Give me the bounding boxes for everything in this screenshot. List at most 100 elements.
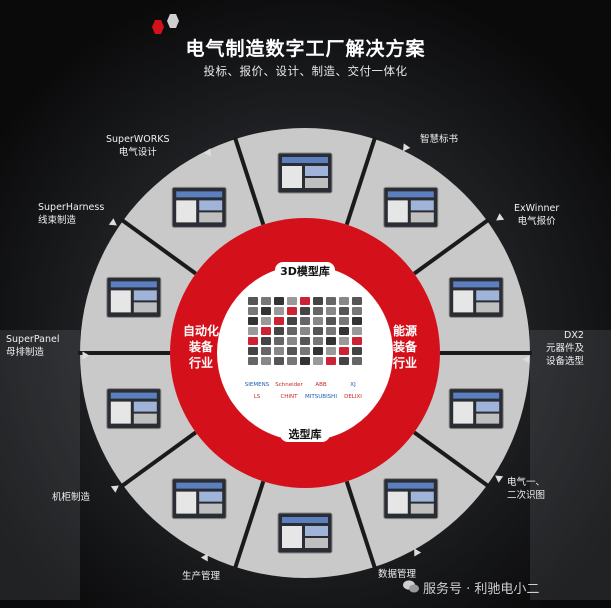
segment-thumbnail-dx2 [448, 388, 504, 430]
component-item [313, 327, 323, 335]
component-item [313, 337, 323, 345]
brand-logo: LS [254, 394, 261, 400]
component-item [339, 317, 349, 325]
label-automation-industry: 行业 [188, 355, 213, 370]
component-item [352, 337, 362, 345]
component-item [274, 297, 284, 305]
component-item [352, 307, 362, 315]
component-item [274, 327, 284, 335]
component-item [352, 347, 362, 355]
label-dianqi[interactable]: 电气一、二次识图 [507, 477, 546, 501]
label-selection-library: 选型库 [289, 427, 322, 441]
component-item [261, 307, 271, 315]
component-item [261, 347, 271, 355]
brand-logo: MITSUBISHI [305, 394, 337, 400]
segment-divider [120, 430, 197, 489]
component-item [339, 327, 349, 335]
component-item [313, 347, 323, 355]
component-item [313, 317, 323, 325]
label-zhihui[interactable]: 智慧标书 [420, 134, 459, 145]
component-item [274, 347, 284, 355]
segment-divider [232, 480, 266, 570]
component-item [248, 317, 258, 325]
label-automation-industry: 装备 [188, 339, 214, 354]
segment-thumbnail-superworks [277, 152, 333, 194]
component-item [274, 337, 284, 345]
wechat-icon [403, 580, 419, 593]
component-item [339, 337, 349, 345]
component-item [326, 317, 336, 325]
component-item [326, 307, 336, 315]
label-jigui[interactable]: 机柜制造 [52, 492, 91, 503]
component-item [287, 317, 297, 325]
component-item [287, 307, 297, 315]
label-energy-industry: 行业 [392, 355, 417, 370]
label-automation-industry: 自动化 [183, 323, 219, 338]
brand-logo: Schneider [275, 382, 303, 388]
brand-logo: ABB [315, 382, 327, 388]
segment-thumbnail-superpanel [106, 276, 162, 318]
segment-thumbnail-shengchan [171, 478, 227, 520]
component-item [287, 357, 297, 365]
component-item [287, 347, 297, 355]
component-item [326, 297, 336, 305]
segment-divider [344, 136, 378, 226]
component-item [274, 317, 284, 325]
component-item [261, 357, 271, 365]
label-shengchan[interactable]: 生产管理 [182, 571, 221, 582]
label-shuju[interactable]: 数据管理 [378, 569, 417, 580]
component-item [339, 347, 349, 355]
segment-divider [232, 136, 266, 226]
component-item [352, 297, 362, 305]
brand-logo: SIEMENS [245, 382, 270, 388]
component-item [248, 347, 258, 355]
component-item [339, 357, 349, 365]
component-item [339, 297, 349, 305]
component-item [274, 357, 284, 365]
component-item [300, 347, 310, 355]
component-item [300, 317, 310, 325]
component-item [300, 327, 310, 335]
component-item [352, 327, 362, 335]
segment-divider [413, 217, 490, 276]
segment-thumbnail-shuju [277, 512, 333, 554]
watermark-text: 服务号 · 利驰电小二 [423, 582, 540, 597]
component-item [326, 347, 336, 355]
component-item [313, 357, 323, 365]
component-item [261, 327, 271, 335]
component-item [300, 357, 310, 365]
label-3d-library-pill [275, 262, 335, 279]
component-item [326, 337, 336, 345]
arrow-icon [522, 355, 530, 364]
brand-logo: CHINT [280, 394, 298, 400]
component-item [248, 357, 258, 365]
segment-thumbnail-jigui [106, 388, 162, 430]
segment-thumbnail-exwinner [448, 276, 504, 318]
component-item [287, 297, 297, 305]
component-item [274, 307, 284, 315]
segment-thumbnail-dianqi [383, 478, 439, 520]
component-item [339, 307, 349, 315]
component-item [248, 337, 258, 345]
component-item [261, 297, 271, 305]
segment-thumbnail-zhihui [383, 186, 439, 228]
label-3d-library: 3D模型库 [280, 264, 330, 278]
component-item [326, 357, 336, 365]
label-selection-library-pill [280, 425, 330, 442]
page-subtitle: 投标、报价、设计、制造、交付一体化 [203, 64, 408, 78]
segment-divider [344, 480, 378, 570]
component-item [248, 297, 258, 305]
component-item [287, 337, 297, 345]
component-item [352, 317, 362, 325]
brand-logo: XJ [350, 382, 356, 388]
component-item [248, 327, 258, 335]
label-energy-industry: 能源 [393, 323, 417, 338]
